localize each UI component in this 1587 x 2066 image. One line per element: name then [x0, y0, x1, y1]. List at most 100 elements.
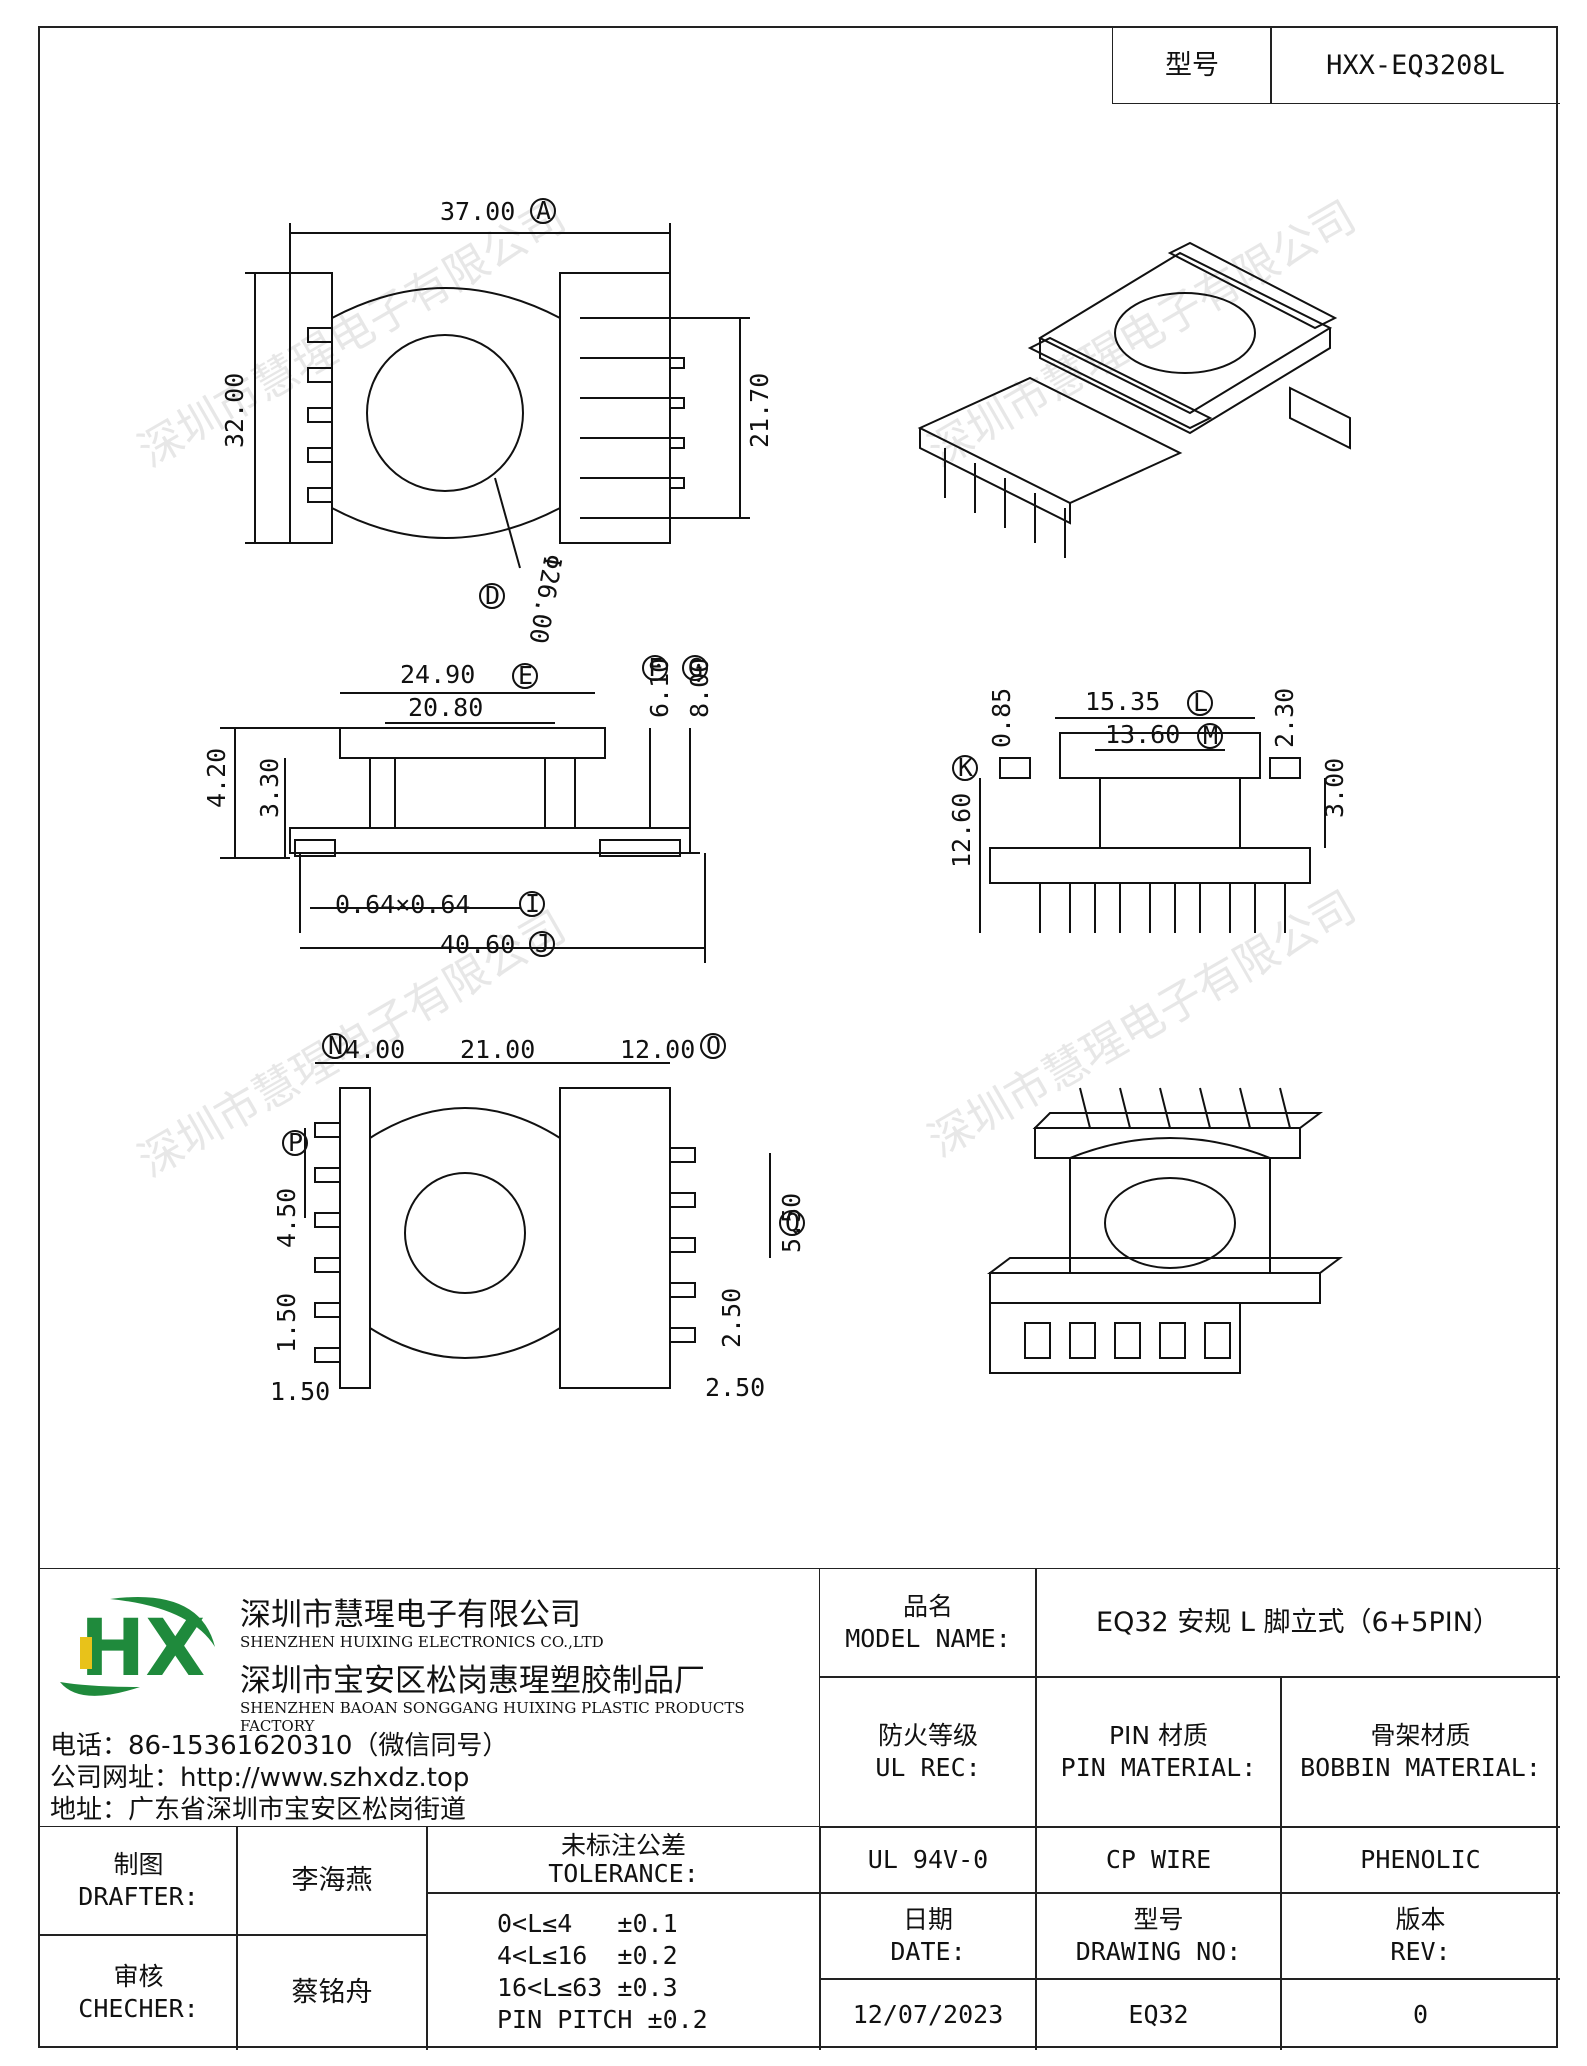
factory-name-cn: 深圳市宝安区松岗惠瑆塑胶制品厂 [240, 1663, 705, 1699]
dim-pin-r1: 2.50 [717, 1288, 746, 1348]
dim-Q-value: 5.50 [777, 1193, 806, 1253]
ul-rec-value-text: UL 94V-0 [867, 1845, 989, 1874]
ul-rec-en: UL REC: [875, 1753, 981, 1782]
company-address: 地址：广东省深圳市宝安区松岗街道 [50, 1795, 467, 1825]
iso-view-bottom [987, 1087, 1343, 1374]
dim-A-letter: A [536, 196, 551, 225]
company-phone: 电话：86-15361620310（微信同号） [50, 1731, 509, 1761]
dim-pin-b1: 1.50 [272, 1293, 301, 1353]
dim-J-letter: J [535, 929, 550, 958]
dim-E-value: 24.90 [400, 660, 475, 689]
pin-material-en: PIN MATERIAL: [1060, 1753, 1257, 1782]
rev-cn: 版本 [1395, 1905, 1446, 1934]
checker-label: 审核 CHECHER: [40, 1934, 238, 2050]
tolerance-values: 0<L≤4 ±0.1 4<L≤16 ±0.2 16<L≤63 ±0.3 PIN … [426, 1892, 821, 2050]
date-value: 12/07/2023 [819, 1978, 1037, 2050]
dim-I-letter: I [525, 889, 540, 918]
checker-cn: 审核 [113, 1961, 164, 1991]
dim-A-value: 37.00 [440, 197, 515, 226]
dim-M-letter: M [1203, 721, 1218, 750]
bobbin-material-value-text: PHENOLIC [1360, 1845, 1481, 1874]
dim-P-value: 4.50 [272, 1188, 301, 1248]
dim-Q-letter: Q [785, 1208, 800, 1237]
dim-M-value: 13.60 [1105, 720, 1180, 749]
logo-swoosh-icon [60, 1682, 140, 1696]
bobbin-material-label: 骨架材质 BOBBIN MATERIAL: [1280, 1676, 1560, 1828]
dim-I-value: 0.64×0.64 [335, 890, 470, 919]
drafter-label: 制图 DRAFTER: [40, 1826, 238, 1936]
side-view: 15.35 L 13.60 M 0.85 2.30 3.00 12.60 K [947, 687, 1349, 933]
company-name-cn: 深圳市慧瑆电子有限公司 [240, 1597, 581, 1633]
checker-name-text: 蔡铭舟 [291, 1976, 373, 2008]
drafter-name-text: 李海燕 [291, 1865, 373, 1896]
dim-L-value: 15.35 [1085, 687, 1160, 716]
dim-L-letter: L [1193, 688, 1208, 717]
iso-view-top [917, 241, 1351, 558]
tolerance-en: TOLERANCE: [548, 1859, 699, 1888]
drawing-no-value-text: EQ32 [1128, 1999, 1189, 2029]
tolerance-row-1: 0<L≤4 ±0.1 [497, 1908, 678, 1938]
model-name-cn: 品名 [902, 1592, 953, 1621]
pin-material-cn: PIN 材质 [1108, 1721, 1209, 1750]
bobbin-material-en: BOBBIN MATERIAL: [1300, 1753, 1541, 1782]
drafter-name: 李海燕 [236, 1826, 428, 1936]
date-label: 日期 DATE: [819, 1892, 1037, 1980]
tolerance-row-2: 4<L≤16 ±0.2 [497, 1940, 678, 1970]
front-view: 24.90 E 20.80 6.10 F 8.00 G 4.20 3.30 0.… [202, 653, 714, 963]
ul-rec-cn: 防火等级 [877, 1721, 978, 1750]
bottom-view: N 4.00 21.00 12.00 O 4.50 P 1.50 1.50 5.… [270, 1031, 806, 1406]
dim-G-letter: G [688, 653, 703, 682]
dim-K-value: 12.60 [947, 793, 976, 868]
pin-material-value: CP WIRE [1035, 1826, 1282, 1894]
model-name-en: MODEL NAME: [845, 1624, 1011, 1653]
bobbin-material-value: PHENOLIC [1280, 1826, 1560, 1894]
dim-inner-width: 20.80 [408, 693, 483, 722]
dim-E-letter: E [518, 661, 533, 690]
dim-C-value: 21.70 [745, 373, 774, 448]
drawing-no-label: 型号 DRAWING NO: [1035, 1892, 1282, 1980]
drawing-sheet: 型号 HXX-EQ3208L 深圳市慧瑆电子有限公司 深圳市慧瑆电子有限公司 深… [38, 26, 1560, 2050]
dim-O-letter: O [706, 1031, 721, 1060]
logo-swoosh-top-icon [110, 1597, 215, 1647]
tolerance-row-3: 16<L≤63 ±0.3 [497, 1972, 678, 2002]
header-model-label: 型号 [1112, 28, 1272, 104]
watermark-4: 深圳市慧瑆电子有限公司 [920, 881, 1365, 1167]
tolerance-cn: 未标注公差 [560, 1831, 686, 1860]
drafter-en: DRAFTER: [78, 1882, 199, 1911]
dim-pin-r2: 2.50 [705, 1373, 765, 1402]
dim-F-letter: F [648, 653, 663, 682]
pin-material-label: PIN 材质 PIN MATERIAL: [1035, 1676, 1282, 1828]
tolerance-row-4: PIN PITCH ±0.2 [497, 2004, 708, 2034]
dim-B-value: 32.00 [220, 373, 249, 448]
date-en: DATE: [890, 1937, 966, 1966]
rev-value: 0 [1280, 1978, 1560, 2050]
pin-material-value-text: CP WIRE [1105, 1845, 1212, 1874]
technical-drawing: 深圳市慧瑆电子有限公司 深圳市慧瑆电子有限公司 深圳市慧瑆电子有限公司 深圳市慧… [130, 191, 1365, 1406]
dim-P-letter: P [288, 1128, 303, 1157]
header-model-value: HXX-EQ3208L [1270, 28, 1560, 104]
rev-en: REV: [1390, 1937, 1451, 1966]
factory-name-en: SHENZHEN BAOAN SONGGANG HUIXING PLASTIC … [240, 1699, 745, 1735]
dim-N-value: 4.00 [345, 1035, 405, 1064]
dim-mid-width: 21.00 [460, 1035, 535, 1064]
model-label-text: 型号 [1165, 49, 1219, 81]
dim-pin-b2: 1.50 [270, 1377, 330, 1406]
rev-value-text: 0 [1412, 1999, 1429, 2029]
company-block: HX 深圳市慧瑆电子有限公司 SHENZHEN HUIXING ELECTRON… [40, 1568, 820, 1828]
model-value-text: HXX-EQ3208L [1326, 49, 1505, 81]
drafter-cn: 制图 [113, 1850, 164, 1879]
drawing-no-cn: 型号 [1133, 1905, 1184, 1934]
dim-J-value: 40.60 [440, 930, 515, 959]
dim-h-inner: 3.30 [255, 758, 284, 818]
watermark-layer: 深圳市慧瑆电子有限公司 深圳市慧瑆电子有限公司 深圳市慧瑆电子有限公司 深圳市慧… [130, 191, 1365, 1187]
company-website[interactable]: 公司网址：http://www.szhxdz.top [50, 1763, 470, 1793]
drawing-no-value: EQ32 [1035, 1978, 1282, 2050]
dim-N-letter: N [328, 1031, 343, 1060]
dim-K-letter: K [958, 753, 973, 782]
checker-name: 蔡铭舟 [236, 1934, 428, 2050]
tolerance-label: 未标注公差 TOLERANCE: [426, 1826, 821, 1894]
rev-label: 版本 REV: [1280, 1892, 1560, 1980]
dim-G-value: 8.00 [685, 658, 714, 718]
dim-top-left: 0.85 [987, 688, 1016, 748]
company-name-en: SHENZHEN HUIXING ELECTRONICS CO.,LTD [240, 1633, 604, 1651]
